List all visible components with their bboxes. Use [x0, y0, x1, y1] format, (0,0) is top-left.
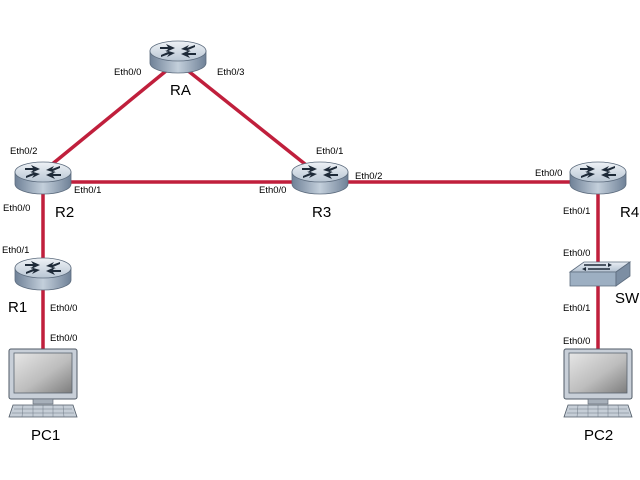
- port-label: Eth0/0: [259, 185, 286, 196]
- port-labels: Eth0/0 Eth0/3 Eth0/2 Eth0/1 Eth0/1 Eth0/…: [2, 67, 590, 347]
- device-label-r4: R4: [620, 204, 639, 221]
- port-label: Eth0/0: [50, 333, 77, 344]
- device-pc1[interactable]: [8, 348, 78, 418]
- device-r4[interactable]: [569, 161, 627, 195]
- device-label-ra: RA: [170, 82, 191, 99]
- link-ra-r3: [175, 60, 322, 178]
- router-icon: [14, 257, 72, 291]
- router-icon: [149, 40, 207, 74]
- port-label: Eth0/1: [563, 303, 590, 314]
- device-ra[interactable]: [149, 40, 207, 74]
- pc-icon: [563, 348, 633, 418]
- port-label: Eth0/0: [114, 67, 141, 78]
- switch-icon: [569, 261, 631, 287]
- port-label: Eth0/0: [563, 336, 590, 347]
- device-label-r1: R1: [8, 299, 27, 316]
- port-label: Eth0/1: [316, 146, 343, 157]
- device-label-pc2: PC2: [584, 427, 613, 444]
- link-r2-ra: [43, 60, 179, 172]
- port-label: Eth0/0: [3, 203, 30, 214]
- port-label: Eth0/3: [217, 67, 244, 78]
- pc-icon: [8, 348, 78, 418]
- port-label: Eth0/2: [10, 146, 37, 157]
- device-r1[interactable]: [14, 257, 72, 291]
- device-r2[interactable]: [14, 161, 72, 195]
- port-label: Eth0/0: [563, 248, 590, 259]
- port-label: Eth0/1: [563, 206, 590, 217]
- router-icon: [14, 161, 72, 195]
- port-label: Eth0/1: [74, 185, 101, 196]
- port-label: Eth0/2: [355, 171, 382, 182]
- device-label-r3: R3: [312, 204, 331, 221]
- device-r3[interactable]: [291, 161, 349, 195]
- device-pc2[interactable]: [563, 348, 633, 418]
- router-icon: [291, 161, 349, 195]
- port-label: Eth0/1: [2, 245, 29, 256]
- port-label: Eth0/0: [50, 303, 77, 314]
- port-label: Eth0/0: [535, 168, 562, 179]
- device-label-r2: R2: [55, 204, 74, 221]
- router-icon: [569, 161, 627, 195]
- device-sw[interactable]: [569, 261, 631, 287]
- device-label-pc1: PC1: [31, 427, 60, 444]
- device-label-sw: SW: [615, 290, 640, 307]
